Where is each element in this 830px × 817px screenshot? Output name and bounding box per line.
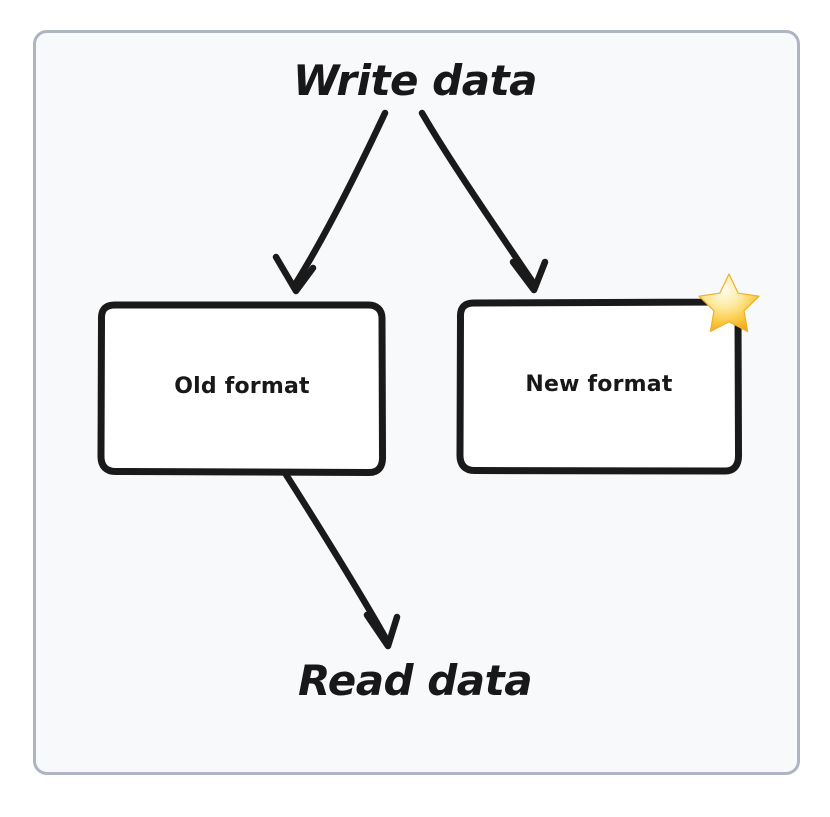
read-data-title: Read data [297,656,533,705]
new-format-label: New format [525,372,673,397]
old-format-label: Old format [174,374,310,399]
write-data-title: Write data [293,56,538,105]
